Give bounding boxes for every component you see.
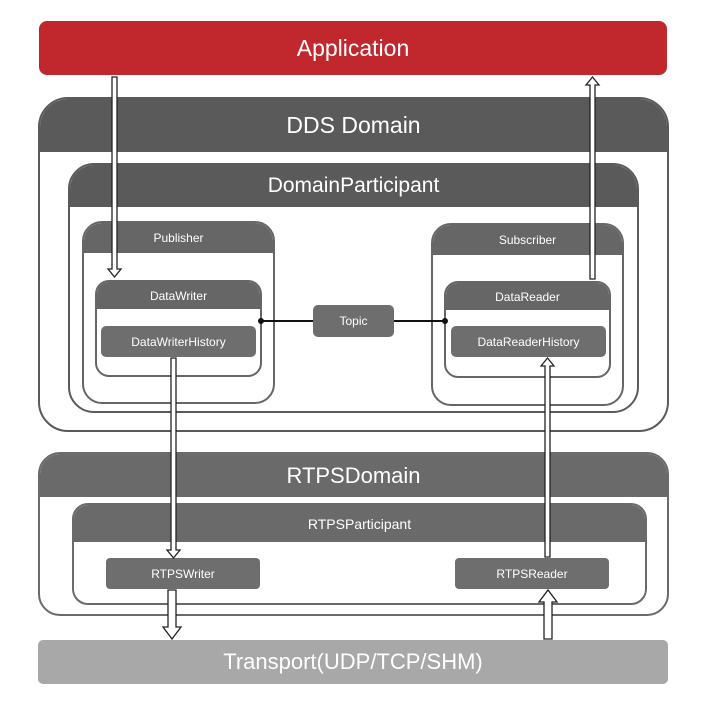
subscriber-header: Subscriber [433, 225, 622, 255]
data-writer-history-label: DataWriterHistory [131, 334, 226, 349]
application-layer: Application [39, 21, 667, 75]
topic: Topic [313, 305, 394, 337]
data-writer-label: DataWriter [149, 288, 208, 303]
topic-label: Topic [339, 314, 368, 328]
domain-participant-header: DomainParticipant [70, 165, 637, 207]
data-writer-history: DataWriterHistory [101, 326, 256, 357]
data-reader-history-label: DataReaderHistory [477, 334, 580, 349]
rtps-participant-label: RTPSParticipant [307, 515, 412, 532]
rtps-participant: RTPSParticipant [72, 503, 647, 605]
rtps-writer: RTPSWriter [106, 558, 260, 589]
transport-layer: Transport(UDP/TCP/SHM) [38, 640, 668, 684]
application-label: Application [296, 34, 410, 61]
rtps-domain-label: RTPSDomain [286, 462, 421, 488]
data-reader-history: DataReaderHistory [451, 326, 606, 357]
rtps-participant-header: RTPSParticipant [74, 505, 645, 542]
publisher-header: Publisher [84, 223, 273, 253]
data-reader-label: DataReader [495, 289, 560, 304]
rtps-reader-label: RTPSReader [496, 566, 568, 581]
domain-participant-label: DomainParticipant [267, 174, 440, 197]
rtps-reader: RTPSReader [455, 558, 609, 589]
dds-domain-label: DDS Domain [286, 112, 421, 138]
publisher-label: Publisher [153, 231, 204, 245]
data-writer-header: DataWriter [97, 282, 260, 309]
dds-domain-header: DDS Domain [40, 99, 667, 152]
rtps-domain-header: RTPSDomain [40, 454, 667, 497]
subscriber-label: Subscriber [498, 233, 557, 247]
transport-label: Transport(UDP/TCP/SHM) [223, 649, 483, 674]
rtps-writer-label: RTPSWriter [151, 566, 215, 581]
data-reader-header: DataReader [446, 283, 609, 310]
